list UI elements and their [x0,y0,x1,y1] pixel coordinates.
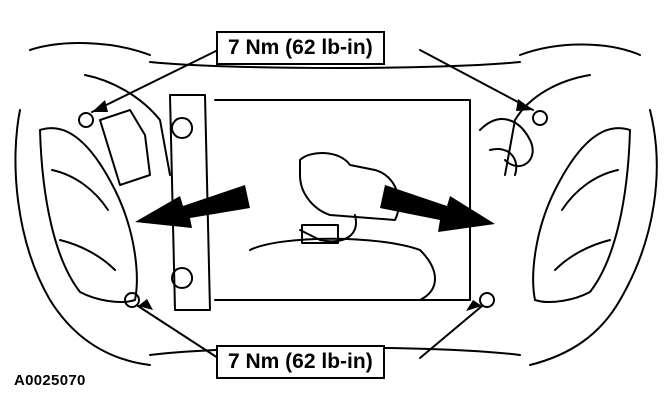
screw-bottom-left [124,292,140,308]
center-column-housing [249,237,436,301]
leader-arrowhead-bottom-right [466,300,482,311]
removal-arrow-left [135,185,250,228]
leader-arrowhead-top-right [516,99,533,111]
leader-top-to-right-screw [419,49,534,111]
center-clockspring [299,152,400,221]
right-switch-buttons [554,169,619,271]
steering-wheel-rim-right [519,43,658,366]
torque-callout-bottom: 7 Nm (62 lb-in) [216,345,385,379]
screw-bottom-right [479,292,495,308]
center-connector-plug [301,224,339,244]
right-switch-wiring [479,118,534,176]
leader-arrowhead-bottom-left [138,299,153,310]
steering-wheel-spoke-upper-right [504,74,591,176]
figure-id-label: A0025070 [14,372,86,389]
leader-top-to-left-screw [91,49,219,113]
steering-wheel-spoke-upper-left [84,74,171,176]
torque-callout-top: 7 Nm (62 lb-in) [216,31,385,65]
removal-arrow-right [380,185,495,232]
left-switch-buttons [51,169,116,271]
leader-bottom-to-right-screw [419,305,483,359]
screw-top-left [78,112,94,128]
center-wire-harness [299,214,357,243]
left-switch-connector [99,109,151,186]
screw-top-right [532,110,548,126]
center-hub [214,99,471,301]
steering-wheel-rim-left [14,42,151,366]
left-switch-module [39,127,138,303]
right-switch-module [532,127,631,303]
leader-bottom-to-left-screw [137,305,219,359]
left-mounting-bracket [169,94,211,311]
leader-arrowhead-top-left [92,100,108,112]
